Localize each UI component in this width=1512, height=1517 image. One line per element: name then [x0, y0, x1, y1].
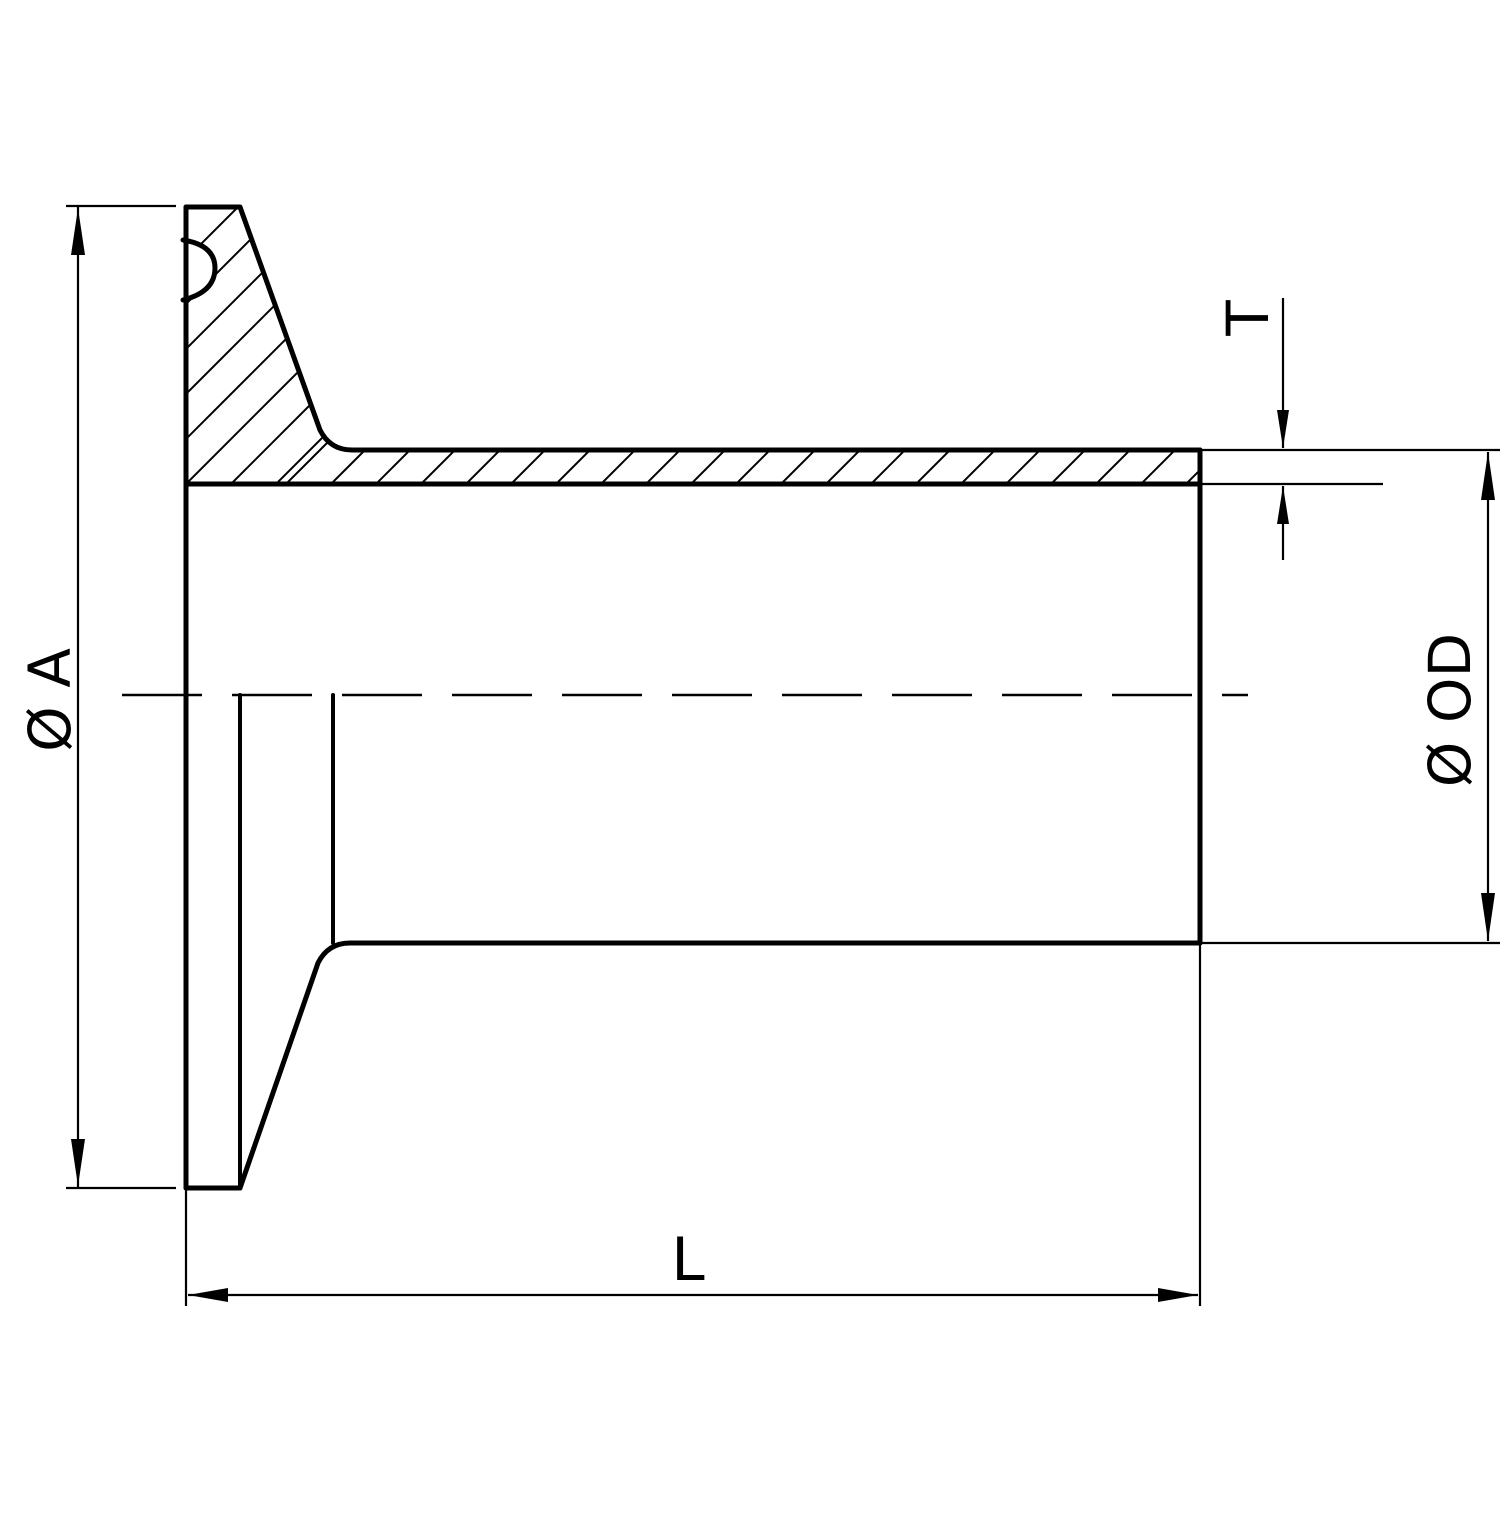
dimension-od-label: Ø OD	[1416, 633, 1484, 787]
dimension-a	[66, 204, 176, 1190]
dimension-t-label: T	[1214, 300, 1282, 337]
gasket-groove	[180, 237, 218, 303]
dimension-l	[184, 945, 1202, 1306]
dimension-t	[1200, 298, 1383, 560]
flange-section-outline	[183, 204, 1203, 453]
dimension-od	[1200, 448, 1500, 945]
flange-taper-lower	[183, 940, 1203, 1191]
dimension-l-label: L	[671, 1225, 705, 1295]
dimension-a-label: Ø A	[16, 648, 84, 752]
